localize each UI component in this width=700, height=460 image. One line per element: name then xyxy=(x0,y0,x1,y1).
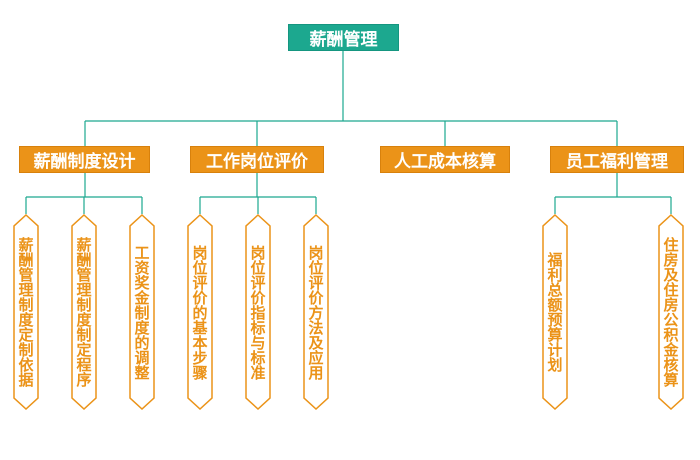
leaf-outline xyxy=(658,214,684,410)
leaf-evaluation-steps: 岗位评价的基本步骤 xyxy=(187,214,213,410)
leaf-evaluation-methods: 岗位评价方法及应用 xyxy=(303,214,329,410)
leaf-label: 岗位评价指标与标准 xyxy=(248,244,267,380)
root-node: 薪酬管理 xyxy=(288,24,399,51)
leaf-housing-fund: 住房及住房公积金核算 xyxy=(658,214,684,410)
leaf-label: 住房及住房公积金核算 xyxy=(661,237,680,387)
leaf-outline xyxy=(13,214,39,410)
leaf-label: 工资奖金制度的调整 xyxy=(132,244,151,380)
category-job-evaluation: 工作岗位评价 xyxy=(190,146,324,173)
leaf-outline xyxy=(542,214,568,410)
leaf-salary-basis: 薪酬管理制度定制依据 xyxy=(13,214,39,410)
leaf-outline xyxy=(71,214,97,410)
leaf-evaluation-criteria: 岗位评价指标与标准 xyxy=(245,214,271,410)
leaf-outline xyxy=(303,214,329,410)
leaf-label: 岗位评价的基本步骤 xyxy=(190,244,209,380)
category-employee-welfare: 员工福利管理 xyxy=(550,146,684,173)
leaf-label: 薪酬管理制度制定程序 xyxy=(74,237,93,387)
category-salary-system-design: 薪酬制度设计 xyxy=(19,146,150,173)
leaf-label: 薪酬管理制度定制依据 xyxy=(16,237,35,387)
leaf-bonus-adjustment: 工资奖金制度的调整 xyxy=(129,214,155,410)
leaf-outline xyxy=(245,214,271,410)
leaf-label: 福利总额预算计划 xyxy=(545,252,564,372)
leaf-welfare-budget: 福利总额预算计划 xyxy=(542,214,568,410)
category-labor-cost-accounting: 人工成本核算 xyxy=(380,146,510,173)
leaf-outline xyxy=(187,214,213,410)
leaf-salary-procedure: 薪酬管理制度制定程序 xyxy=(71,214,97,410)
leaf-outline xyxy=(129,214,155,410)
leaf-label: 岗位评价方法及应用 xyxy=(306,244,325,380)
